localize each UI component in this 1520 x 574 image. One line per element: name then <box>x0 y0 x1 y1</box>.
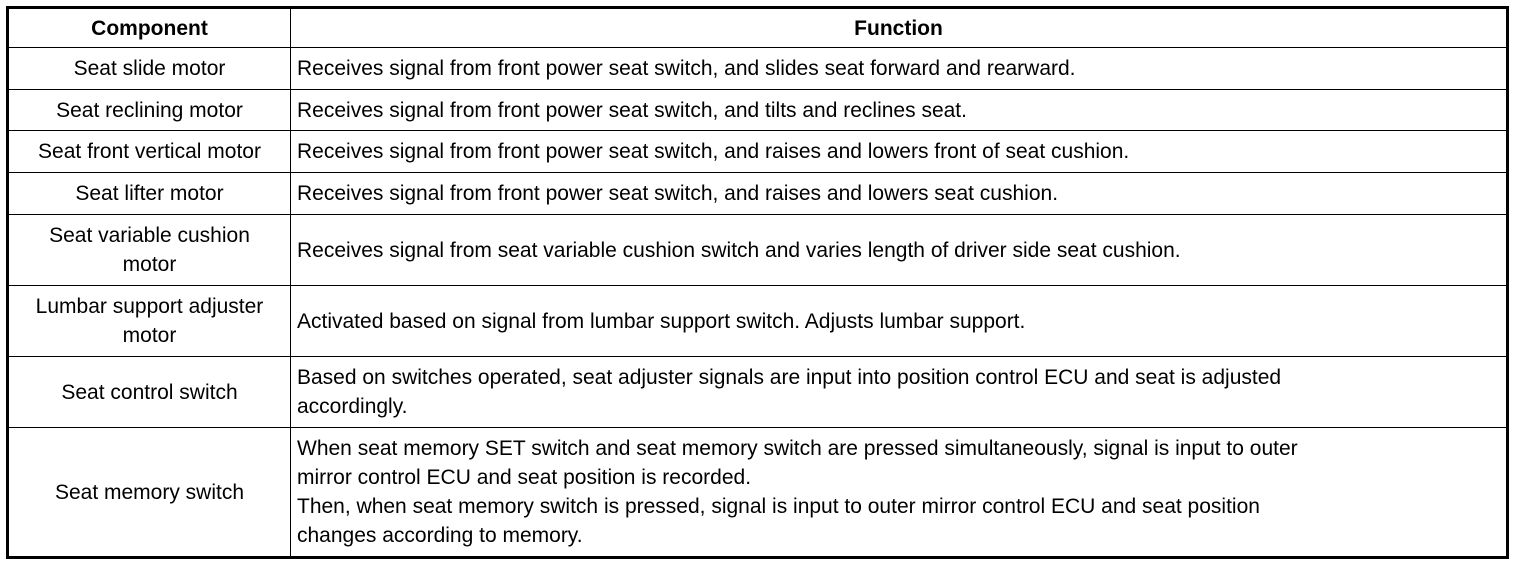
table-row: Seat variable cushion motor Receives sig… <box>7 214 1508 286</box>
component-cell: Seat lifter motor <box>7 172 291 215</box>
function-cell: Based on switches operated, seat adjuste… <box>290 356 1508 428</box>
component-cell: Seat reclining motor <box>7 89 291 131</box>
function-text: Receives signal from front power seat sw… <box>297 57 1076 80</box>
component-text-line-2: motor <box>122 324 177 347</box>
function-cell: Receives signal from front power seat sw… <box>290 89 1508 131</box>
component-text: Seat memory switch <box>54 480 245 504</box>
function-text-line-1: Based on switches operated, seat adjuste… <box>297 366 1282 389</box>
component-text: Seat reclining motor <box>56 98 243 122</box>
function-text: Activated based on signal from lumbar su… <box>297 309 1026 333</box>
function-text-line-2: accordingly. <box>297 395 408 418</box>
table-row: Seat lifter motor Receives signal from f… <box>7 172 1508 215</box>
table-row: Seat front vertical motor Receives signa… <box>7 130 1508 173</box>
function-text-line-4: changes according to memory. <box>297 524 583 547</box>
function-text: Receives signal from front power seat sw… <box>297 140 1130 163</box>
function-text-line-2: mirror control ECU and seat position is … <box>297 466 752 489</box>
function-text-line-1: When seat memory SET switch and seat mem… <box>297 437 1298 460</box>
function-text: Receives signal from seat variable cushi… <box>297 238 1181 262</box>
component-text: Seat control switch <box>61 380 238 404</box>
function-cell: When seat memory SET switch and seat mem… <box>290 427 1508 558</box>
table-row: Seat reclining motor Receives signal fro… <box>7 89 1508 131</box>
function-cell: Receives signal from seat variable cushi… <box>290 214 1508 286</box>
function-text: Receives signal from front power seat sw… <box>297 182 1059 205</box>
component-cell: Seat front vertical motor <box>7 130 291 173</box>
table-header-row: Component Function <box>7 7 1508 48</box>
function-cell: Receives signal from front power seat sw… <box>290 47 1508 90</box>
table-row: Seat memory switch When seat memory SET … <box>7 427 1508 558</box>
function-text-line-3: Then, when seat memory switch is pressed… <box>297 495 1260 518</box>
header-function: Function <box>290 7 1508 48</box>
component-text-line-1: Seat variable cushion <box>49 224 250 247</box>
component-text: Seat lifter motor <box>75 182 224 205</box>
table-row: Seat control switch Based on switches op… <box>7 356 1508 428</box>
component-text-line-1: Lumbar support adjuster <box>35 295 264 318</box>
function-cell: Receives signal from front power seat sw… <box>290 172 1508 215</box>
component-cell: Seat memory switch <box>7 427 291 558</box>
table-row: Lumbar support adjuster motor Activated … <box>7 285 1508 357</box>
component-cell: Seat control switch <box>7 356 291 428</box>
header-component: Component <box>7 7 291 48</box>
function-cell: Receives signal from front power seat sw… <box>290 130 1508 173</box>
function-cell: Activated based on signal from lumbar su… <box>290 285 1508 357</box>
table-row: Seat slide motor Receives signal from fr… <box>7 47 1508 90</box>
component-cell: Seat slide motor <box>7 47 291 90</box>
component-text: Seat front vertical motor <box>38 140 261 163</box>
component-cell: Lumbar support adjuster motor <box>7 285 291 357</box>
component-function-table: Component Function Seat slide motor Rece… <box>6 6 1509 559</box>
component-cell: Seat variable cushion motor <box>7 214 291 286</box>
component-text: Seat slide motor <box>73 57 226 80</box>
component-text-line-2: motor <box>122 253 177 276</box>
function-text: Receives signal from front power seat sw… <box>297 98 967 122</box>
